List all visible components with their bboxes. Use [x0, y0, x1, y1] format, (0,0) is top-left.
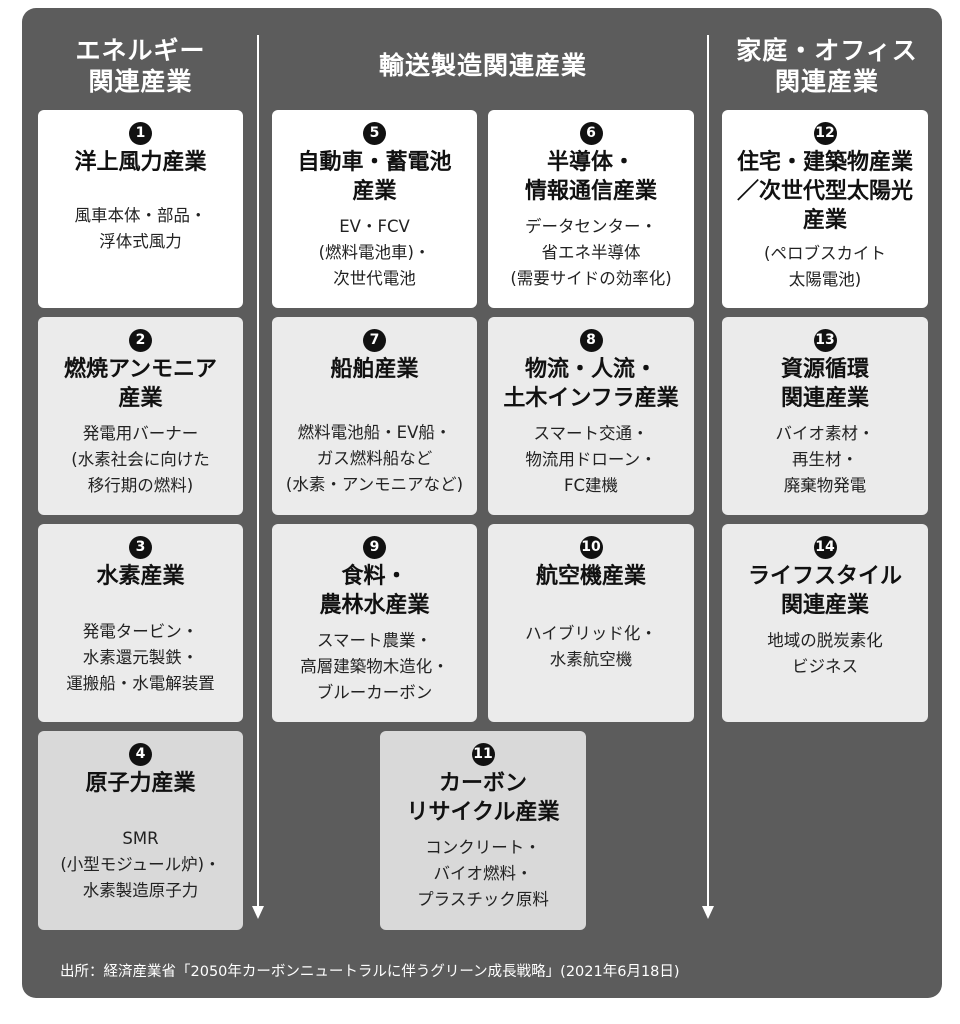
industry-card-aviation: 10 航空機産業 ハイブリッド化・ 水素航空機	[488, 524, 694, 722]
industry-title: 食料・ 農林水産業	[319, 564, 430, 618]
number-badge: 8	[579, 329, 603, 352]
industry-card-shipbuilding: 7 船舶産業 燃料電池船・EV船・ ガス燃料船など (水素・アンモニアなど)	[272, 317, 477, 515]
number-badge: 3	[129, 536, 152, 559]
industry-description: スマート農業・ 高層建築物木造化・ ブルーカーボン	[300, 631, 449, 702]
divider-arrow-right-line	[707, 35, 709, 908]
number-badge: 4	[129, 743, 152, 766]
divider-arrow-left-head	[252, 906, 264, 919]
number-badge: 7	[363, 329, 386, 352]
industry-description: スマート交通・ 物流用ドローン・ FC建機	[525, 424, 657, 495]
divider-arrow-right-head	[702, 906, 714, 919]
industry-title: 船舶産業	[330, 357, 419, 382]
number-badge: 6	[579, 122, 603, 145]
industry-description: 発電タービン・ 水素還元製鉄・ 運搬船・水電解装置	[66, 622, 215, 693]
industry-description: 地域の脱炭素化 ビジネス	[767, 631, 883, 676]
industry-card-carbon-recycling: 11 カーボン リサイクル産業 コンクリート・ バイオ燃料・ プラスチック原料	[380, 731, 586, 930]
industry-title: 燃焼アンモニア 産業	[63, 357, 218, 411]
industry-description: 風車本体・部品・ 浮体式風力	[74, 206, 207, 251]
industry-card-housing-solar: 12 住宅・建築物産業 ／次世代型太陽光 産業 (ペロブスカイト 太陽電池)	[722, 110, 928, 308]
industry-description: 燃料電池船・EV船・ ガス燃料船など (水素・アンモニアなど)	[285, 423, 464, 494]
number-badge: 14	[813, 536, 837, 559]
industry-card-offshore-wind: 1 洋上風力産業 風車本体・部品・ 浮体式風力	[38, 110, 243, 308]
industry-card-hydrogen: 3 水素産業 発電タービン・ 水素還元製鉄・ 運搬船・水電解装置	[38, 524, 243, 722]
industry-card-nuclear: 4 原子力産業 SMR (小型モジュール炉)・ 水素製造原子力	[38, 731, 243, 930]
industry-description: バイオ素材・ 再生材・ 廃棄物発電	[775, 424, 875, 495]
divider-arrow-left-line	[257, 35, 259, 908]
industry-card-logistics-infrastructure: 8 物流・人流・ 土木インフラ産業 スマート交通・ 物流用ドローン・ FC建機	[488, 317, 694, 515]
industry-card-resource-circulation: 13 資源循環 関連産業 バイオ素材・ 再生材・ 廃棄物発電	[722, 317, 928, 515]
industry-description: ハイブリッド化・ 水素航空機	[525, 624, 657, 669]
industry-title: 自動車・蓄電池 産業	[297, 150, 452, 204]
number-badge: 5	[363, 122, 386, 145]
industry-card-automotive-battery: 5 自動車・蓄電池 産業 EV・FCV (燃料電池車)・ 次世代電池	[272, 110, 477, 308]
industry-description: 発電用バーナー (水素社会に向けた 移行期の燃料)	[71, 424, 210, 495]
industry-description: (ペロブスカイト 太陽電池)	[764, 244, 886, 289]
industry-description: データセンター・ 省エネ半導体 (需要サイドの効率化)	[510, 217, 672, 288]
industry-card-lifestyle: 14 ライフスタイル 関連産業 地域の脱炭素化 ビジネス	[722, 524, 928, 722]
number-badge: 2	[129, 329, 152, 352]
industry-title: 半導体・ 情報通信産業	[524, 150, 657, 204]
column-header-home-office: 家庭・オフィス 関連産業	[736, 36, 918, 96]
number-badge: 12	[813, 122, 837, 145]
industry-title: 住宅・建築物産業 ／次世代型太陽光 産業	[736, 150, 913, 233]
industry-card-food-agriculture: 9 食料・ 農林水産業 スマート農業・ 高層建築物木造化・ ブルーカーボン	[272, 524, 477, 722]
industry-title: 洋上風力産業	[74, 150, 207, 175]
industry-description: コンクリート・ バイオ燃料・ プラスチック原料	[417, 838, 549, 909]
industry-title: 原子力産業	[85, 771, 196, 796]
industry-title: 資源循環 関連産業	[780, 357, 869, 411]
industry-title: 航空機産業	[535, 564, 646, 589]
industry-title: カーボン リサイクル産業	[406, 771, 560, 825]
number-badge: 9	[363, 536, 386, 559]
industry-title: 水素産業	[96, 564, 185, 589]
industry-card-ammonia: 2 燃焼アンモニア 産業 発電用バーナー (水素社会に向けた 移行期の燃料)	[38, 317, 243, 515]
number-badge: 11	[471, 743, 495, 766]
number-badge: 13	[813, 329, 837, 352]
industry-description: EV・FCV (燃料電池車)・ 次世代電池	[318, 217, 431, 288]
column-header-transport-manufacturing: 輸送製造関連産業	[378, 51, 587, 80]
industry-title: 物流・人流・ 土木インフラ産業	[503, 357, 679, 411]
source-citation: 出所：経済産業省「2050年カーボンニュートラルに伴うグリーン成長戦略」(202…	[60, 964, 680, 980]
column-header-energy: エネルギー 関連産業	[75, 36, 206, 96]
number-badge: 1	[129, 122, 152, 145]
industry-title: ライフスタイル 関連産業	[747, 564, 902, 618]
number-badge: 10	[579, 536, 603, 559]
industry-description: SMR (小型モジュール炉)・ 水素製造原子力	[60, 829, 221, 900]
industry-card-semiconductor-ict: 6 半導体・ 情報通信産業 データセンター・ 省エネ半導体 (需要サイドの効率化…	[488, 110, 694, 308]
